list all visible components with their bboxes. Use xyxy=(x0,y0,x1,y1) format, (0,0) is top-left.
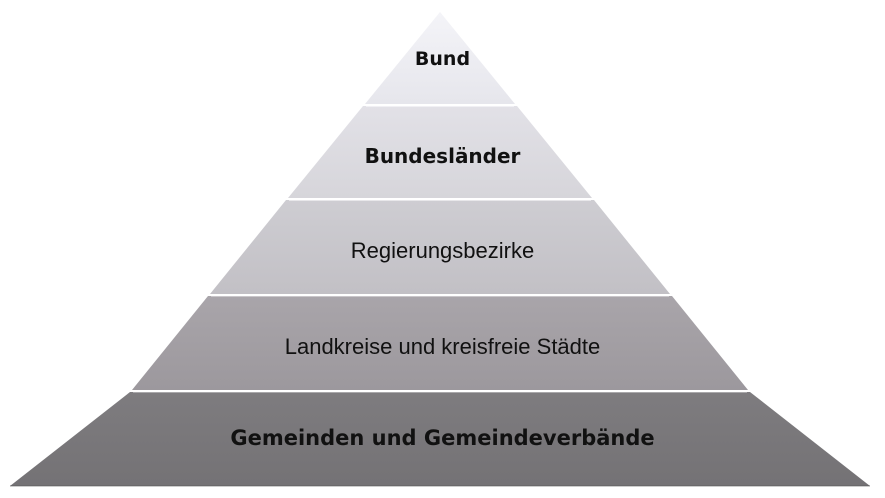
layer-label-bundeslaender: Bundesländer xyxy=(364,144,521,168)
layer-label-gemeinden: Gemeinden und Gemeindeverbände xyxy=(230,426,655,450)
layer-shape-bund xyxy=(365,12,515,104)
layer-label-bund: Bund xyxy=(414,48,471,70)
layer-shape-gemeinden xyxy=(10,392,870,486)
layer-shape-bundeslaender xyxy=(288,106,592,198)
layer-label-regierungsbezirke: Regierungsbezirke xyxy=(350,238,535,263)
layer-label-landkreise: Landkreise und kreisfreie Städte xyxy=(284,334,601,359)
layer-shape-regierungsbezirke xyxy=(210,200,670,294)
layer-shape-landkreise xyxy=(132,296,748,390)
